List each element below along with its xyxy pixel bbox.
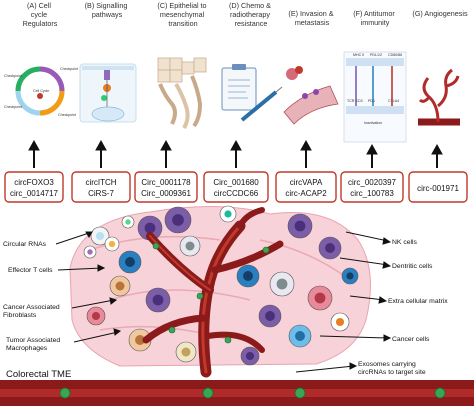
label-tams: Tumor Associated Macrophages (6, 337, 62, 352)
circ-box-invasion: circVAPA circ-ACAP2 (275, 171, 337, 203)
svg-text:Circ_0009361: Circ_0009361 (141, 189, 191, 198)
label-cancer-cells: Cancer cells (392, 336, 430, 343)
svg-text:circ_0014717: circ_0014717 (10, 189, 59, 198)
circ-box-antitumor: circ_0020397 circ_100783 (340, 171, 404, 203)
svg-text:MHC II: MHC II (353, 53, 364, 57)
circ-box-angiogenesis: circ-001971 (408, 171, 468, 203)
circular-rna (121, 215, 135, 229)
panel-angiogenesis-illustration (418, 68, 460, 126)
panel-antitumor-illustration: MHC II PDL1/2 CD80/86 TCR CD3 PD1 CTLA4 … (343, 51, 407, 143)
svg-text:CTLA4: CTLA4 (388, 99, 399, 103)
upward-arrows (28, 139, 443, 168)
svg-text:Cell Cycle: Cell Cycle (33, 89, 49, 93)
t-cell (236, 264, 260, 288)
right-labels: NK cells Dentritic cells Extra cellular … (295, 231, 448, 376)
bottom-title: Colorectal TME (6, 369, 71, 380)
circular-rna (90, 226, 110, 246)
cancer-cell (240, 346, 260, 366)
label-dendritic-cells: Dentritic cells (392, 263, 433, 270)
macrophage (128, 328, 152, 352)
cancer-cell (258, 304, 282, 328)
svg-text:CiRS-7: CiRS-7 (88, 189, 114, 198)
cancer-cell (287, 213, 313, 239)
svg-text:circ_0020397: circ_0020397 (348, 178, 397, 187)
nk-cell (179, 235, 201, 257)
dendritic-cell (175, 341, 197, 363)
tme-cells (83, 205, 359, 366)
panel-signalling-illustration (79, 63, 137, 123)
nk-cell (269, 271, 295, 297)
svg-text:TCR CD3: TCR CD3 (347, 99, 363, 103)
vessel-tree (142, 207, 284, 378)
t-cell (118, 250, 142, 274)
svg-text:circFOXO3: circFOXO3 (14, 178, 54, 187)
label-cafs: Cancer Associated Fibroblasts (3, 304, 62, 319)
svg-text:CD80/86: CD80/86 (388, 53, 402, 57)
cancer-cell (145, 287, 171, 313)
header-angiogenesis: (G) Angiogenesis (412, 9, 468, 18)
label-circular-rnas: Circular RNAs (3, 241, 47, 248)
label-exosomes: Exosomes carrying circRNAs to target sit… (358, 361, 426, 376)
macrophage (109, 275, 131, 297)
column-headers: (A) Cell cycle Regulators (B) Signalling… (23, 1, 468, 28)
left-labels: Circular RNAs Effector T cells Cancer As… (3, 231, 122, 352)
svg-text:Checkpoint: Checkpoint (4, 105, 22, 109)
header-signalling: (B) Signalling pathways (85, 1, 130, 19)
header-emt: (C) Epithelial to mesenchymal transition (157, 1, 208, 28)
circular-rna (83, 245, 97, 259)
circular-rna (219, 205, 237, 223)
circ-box-cell-cycle: circFOXO3 circ_0014717 (4, 171, 64, 203)
panel-emt-illustration (157, 57, 207, 130)
svg-text:circITCH: circITCH (85, 178, 116, 187)
t-cell (341, 267, 359, 285)
fibroblast (307, 285, 333, 311)
svg-text:Circ_0001178: Circ_0001178 (141, 178, 191, 187)
panel-invasion-illustration (283, 66, 339, 125)
fibroblast (86, 306, 106, 326)
circular-rna (330, 312, 350, 332)
header-chemo: (D) Chemo & radiotherapy resistance (229, 1, 273, 28)
circ-box-signalling: circITCH CiRS-7 (71, 171, 131, 203)
cancer-cell (137, 215, 163, 241)
header-antitumor: (F) Antitumor immunity (353, 9, 397, 27)
circ-box-chemo: Circ_001680 circCCDC66 (203, 171, 269, 203)
label-nk-cells: NK cells (392, 239, 418, 246)
circrna-boxes: circFOXO3 circ_0014717 circITCH CiRS-7 C… (4, 171, 468, 203)
svg-text:circ_100783: circ_100783 (350, 189, 394, 198)
svg-text:Checkpoint: Checkpoint (58, 113, 76, 117)
svg-text:circ-001971: circ-001971 (417, 184, 459, 193)
bottom-vessel (0, 380, 474, 406)
svg-text:Inactivation: Inactivation (364, 121, 382, 125)
cancer-cell (164, 206, 192, 234)
svg-text:Checkpoint: Checkpoint (4, 74, 22, 78)
svg-text:Circ_001680: Circ_001680 (213, 178, 259, 187)
circ-box-emt: Circ_0001178 Circ_0009361 (134, 171, 198, 203)
svg-text:Checkpoint: Checkpoint (60, 67, 78, 71)
circular-rna (104, 236, 120, 252)
header-cell-cycle: (A) Cell cycle Regulators (23, 1, 58, 28)
panel-cell-cycle-illustration: Cell Cycle Checkpoint Checkpoint Checkpo… (4, 66, 78, 117)
svg-text:circCCDC66: circCCDC66 (214, 189, 259, 198)
t-cell (288, 324, 312, 348)
svg-text:PD1: PD1 (368, 99, 375, 103)
header-invasion: (E) Invasion & metastasis (288, 9, 335, 27)
tme-scene (69, 205, 371, 378)
svg-text:circ-ACAP2: circ-ACAP2 (285, 189, 327, 198)
cancer-cell (318, 236, 342, 260)
svg-text:circVAPA: circVAPA (290, 178, 323, 187)
svg-text:PDL1/2: PDL1/2 (370, 53, 382, 57)
label-ecm: Extra cellular matrix (388, 298, 448, 305)
vessel-exosomes (152, 242, 270, 344)
label-effector-t-cells: Effector T cells (8, 267, 53, 274)
panel-chemo-illustration (221, 64, 283, 122)
